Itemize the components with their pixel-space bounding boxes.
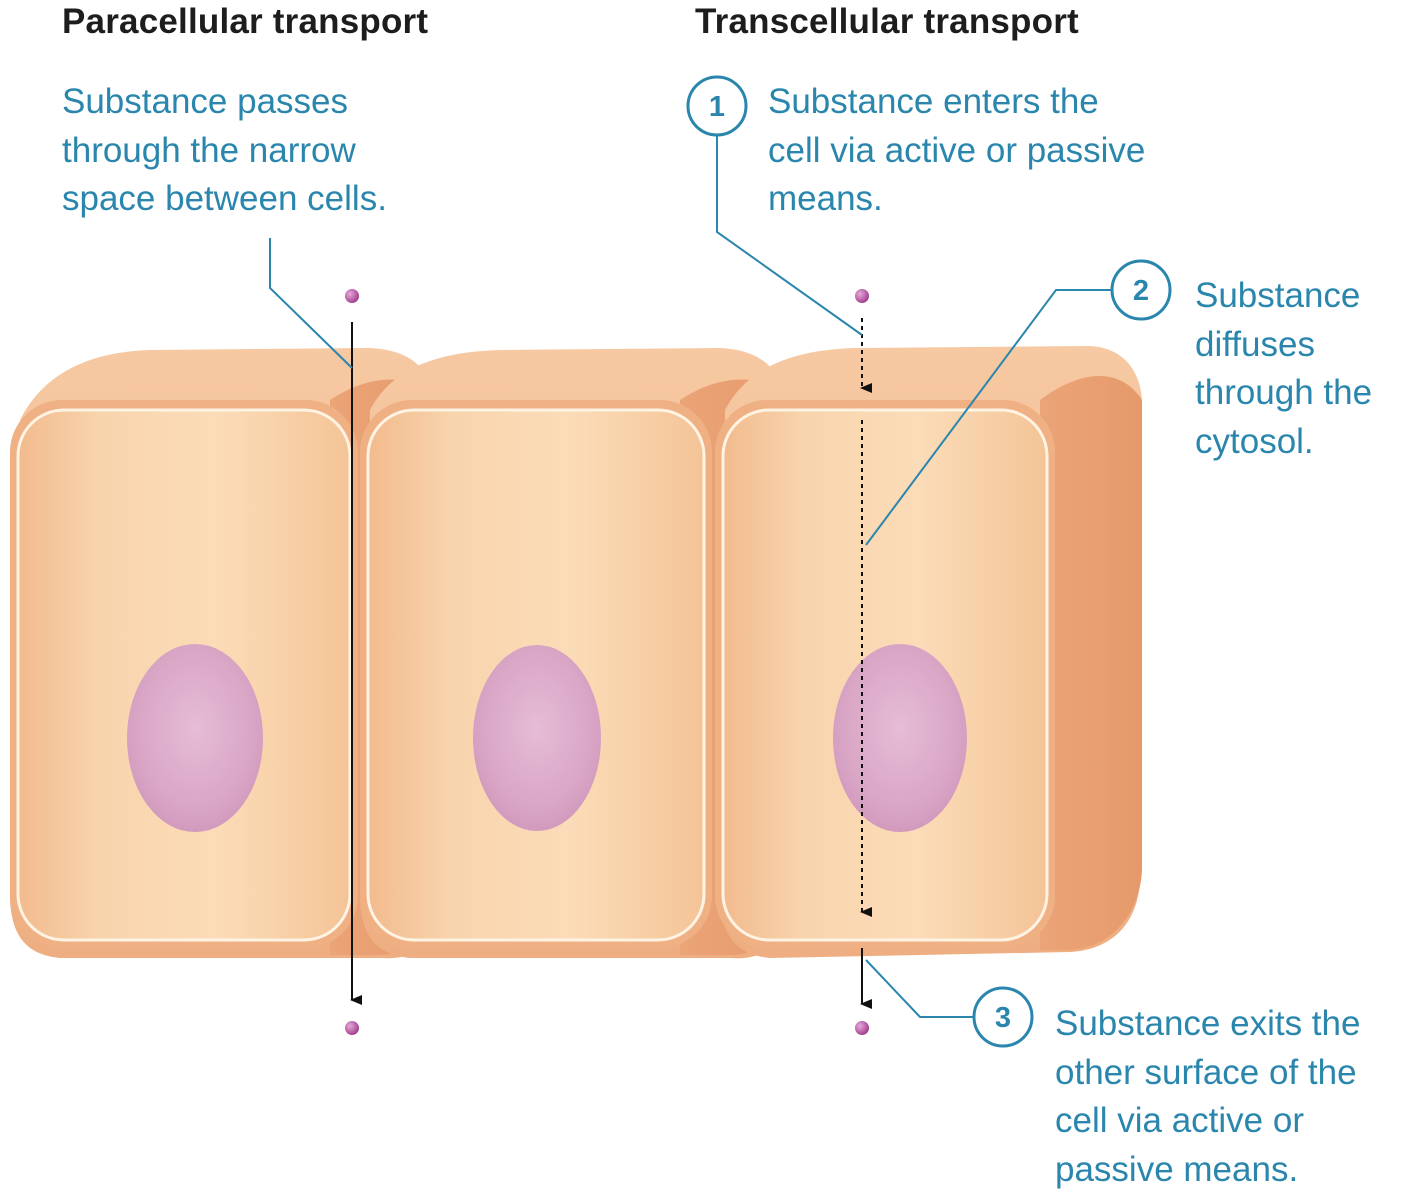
paracellular-leader-line — [269, 238, 353, 369]
step-2-number: 2 — [1133, 275, 1149, 307]
step-3-number: 3 — [995, 1002, 1011, 1034]
paracellular-description-line: through the narrow — [62, 130, 356, 170]
step-3-description-line: cell via active or — [1055, 1101, 1304, 1140]
step-3-callout: 3 — [865, 959, 1034, 1048]
step-1-description-line: Substance enters the — [768, 82, 1099, 121]
step-2-leader-line — [865, 289, 1112, 546]
paracellular-description: Substance passes through the narrow spac… — [62, 78, 387, 224]
paracellular-description-line: Substance passes — [62, 82, 349, 121]
step-1-number: 1 — [709, 91, 725, 123]
step-2-circle — [1110, 259, 1172, 321]
cell-2-nucleus — [473, 645, 601, 831]
step-1-leader-line — [716, 135, 863, 336]
particle-paracellular-end — [345, 1021, 359, 1035]
step-2-description-line: diffuses — [1195, 324, 1315, 364]
paracellular-pathway — [269, 238, 362, 1035]
particle-paracellular-start — [345, 289, 359, 303]
step-2-description-line: through the — [1195, 373, 1373, 412]
step-1-description-line: cell via active or passive — [768, 130, 1146, 170]
cell-3-side — [1040, 375, 1142, 950]
epithelial-cell-1 — [10, 348, 432, 959]
step-3-leader-line — [865, 959, 973, 1018]
cell-3-nucleus — [833, 644, 967, 832]
particle-transcellular-end — [855, 1021, 869, 1035]
transcellular-heading: Transcellular transport — [695, 2, 1079, 41]
step-3-description-line: passive means. — [1055, 1149, 1299, 1189]
step-2-callout: 2 — [865, 259, 1172, 546]
step-3-description-line: other surface of the — [1055, 1052, 1357, 1092]
step-1-callout: 1 — [686, 75, 863, 336]
step-1-description: Substance enters the cell via active or … — [768, 78, 1145, 224]
step-1-description-line: means. — [768, 179, 883, 218]
step-3-description: Substance exits the other surface of the… — [1055, 1000, 1360, 1194]
step-3-circle — [972, 986, 1034, 1048]
step-2-description-line: cytosol. — [1195, 421, 1314, 461]
step-1-circle — [686, 75, 748, 137]
cell-1-nucleus — [127, 644, 263, 832]
paracellular-description-line: space between cells. — [62, 179, 387, 218]
transcellular-pathway — [855, 289, 872, 1035]
particle-transcellular-start — [855, 289, 869, 303]
step-2-description-line: Substance — [1195, 276, 1361, 315]
step-3-description-line: Substance exits the — [1055, 1004, 1361, 1043]
paracellular-heading: Paracellular transport — [62, 2, 429, 41]
step-2-description: Substance diffuses through the cytosol. — [1195, 272, 1372, 466]
epithelial-cell-3 — [715, 346, 1142, 958]
